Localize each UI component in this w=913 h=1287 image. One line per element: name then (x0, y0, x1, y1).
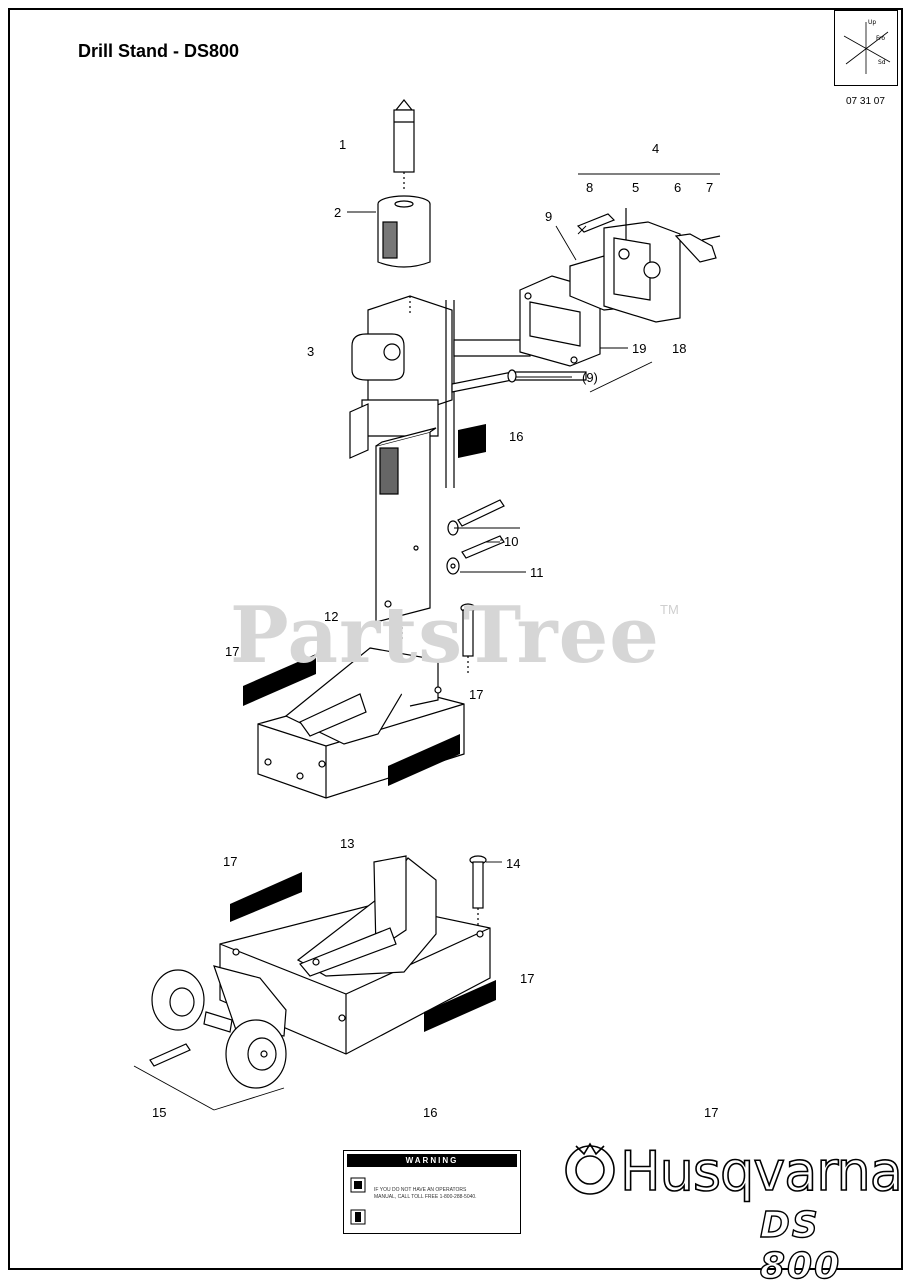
wheel-assembly-part-15 (149, 965, 287, 1089)
callout-1: 1 (339, 137, 347, 152)
callout-19: 19 (632, 341, 647, 356)
clamp-assembly-part-4 (576, 208, 721, 323)
warning-decal-illustration: WARNING IF YOU DO NOT HAVE AN OPERATORS … (343, 1150, 521, 1234)
decals (230, 424, 496, 1032)
decal-17-right-lower (424, 980, 496, 1032)
decal-16-upper (458, 424, 486, 458)
model-name: DS 800 (759, 1204, 842, 1287)
decal-17-right-upper (388, 734, 460, 786)
callout-5: 5 (632, 180, 640, 195)
svg-text:Up: Up (868, 19, 876, 26)
callout-17-a: 17 (225, 644, 240, 659)
callout-15: 15 (152, 1105, 167, 1120)
warning-header: WARNING (347, 1154, 517, 1167)
callout-17-e: 17 (704, 1105, 719, 1120)
callout-2: 2 (334, 205, 342, 220)
callout-12: 12 (324, 609, 339, 624)
brand-logo: Husqvarna (562, 1136, 904, 1204)
callout-14-lower: 14 (506, 856, 521, 871)
callout-18: 18 (672, 341, 687, 356)
callout-10: 10 (504, 534, 519, 549)
callout-16-upper: 16 (509, 429, 524, 444)
bolt-part-1 (393, 99, 415, 190)
svg-text:Sd: Sd (878, 59, 886, 66)
callout-17-b: 17 (469, 687, 484, 702)
watermark-trademark: TM (660, 602, 679, 617)
callout-16-lower: 16 (423, 1105, 438, 1120)
svg-text:Fro: Fro (876, 35, 885, 42)
callout-17-c: 17 (223, 854, 238, 869)
date-code: 07 31 07 (846, 96, 885, 107)
warning-line-1: IF YOU DO NOT HAVE AN OPERATORS (374, 1187, 467, 1193)
callout-4: 4 (652, 141, 660, 156)
page-frame (8, 8, 903, 1270)
decal-17-left-lower (230, 872, 302, 922)
callout-13: 13 (340, 836, 355, 851)
bolt-part-14-lower (469, 855, 487, 926)
column (375, 427, 437, 640)
callout-6: 6 (674, 180, 682, 195)
decal-17-left-upper (243, 654, 316, 706)
bolt-part-14-upper (460, 603, 476, 674)
callout-8: 8 (586, 180, 594, 195)
brand-name: Husqvarna (619, 1139, 903, 1204)
orientation-compass-icon: Up Fro Sd (834, 10, 898, 86)
callout-9-ref: (9) (582, 370, 598, 385)
hazard-icon (350, 1209, 366, 1225)
base-part-13 (219, 855, 491, 1055)
carriage-part-3 (349, 295, 455, 488)
callout-11: 11 (530, 565, 544, 580)
warning-line-2: MANUAL, CALL TOLL FREE 1-800-288-5040. (374, 1194, 477, 1200)
page-title: Drill Stand - DS800 (78, 41, 240, 61)
base-part-12 (257, 647, 465, 799)
husqvarna-crown-icon (565, 1142, 615, 1195)
callout-17-d: 17 (520, 971, 535, 986)
callout-9: 9 (545, 209, 553, 224)
callout-14-upper: 14 (484, 603, 499, 618)
watermark-logo: PartsTree (230, 590, 660, 681)
bolt-part-10 (446, 499, 505, 575)
collar-part-2 (377, 195, 431, 268)
manual-icon (350, 1177, 366, 1193)
leader-lines (133, 173, 720, 1111)
callout-3: 3 (307, 344, 315, 359)
callout-7: 7 (706, 180, 714, 195)
